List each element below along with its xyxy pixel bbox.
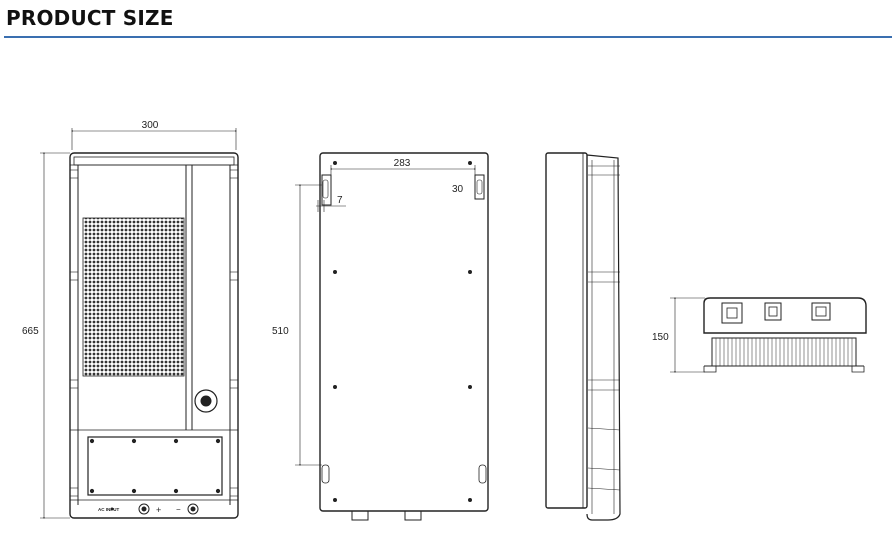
bottom-depth-label: 150	[652, 332, 669, 343]
front-view	[40, 128, 239, 520]
connector-left	[721, 302, 743, 324]
heatsink-fin-lines	[715, 338, 853, 366]
dc-negative-terminal	[187, 503, 199, 515]
bottom-view	[670, 296, 867, 374]
bottom-housing	[703, 297, 867, 334]
back-panel	[319, 152, 489, 512]
side-enclosure	[545, 152, 588, 509]
title-underline	[4, 36, 892, 38]
front-enclosure	[69, 152, 239, 519]
page-header: PRODUCT SIZE	[0, 0, 896, 40]
side-heatsink	[586, 154, 621, 521]
cover-plate	[87, 436, 223, 496]
offset-label: 7	[337, 195, 343, 206]
front-height-label: 665	[22, 326, 39, 337]
connector-right	[811, 302, 831, 321]
ventilation-grille	[82, 217, 185, 377]
plus-symbol: +	[156, 505, 161, 515]
back-height-label: 510	[272, 326, 289, 337]
dc-positive-terminal	[138, 503, 150, 515]
back-width-label: 283	[394, 158, 411, 169]
page-title: PRODUCT SIZE	[6, 6, 174, 30]
minus-symbol: −	[176, 505, 181, 514]
ac-input-label: AC INPUT	[98, 507, 120, 512]
back-view	[295, 152, 489, 521]
side-view	[545, 152, 621, 521]
bracket-label: 30	[452, 184, 464, 195]
connector-middle	[764, 302, 782, 321]
rotary-switch	[194, 389, 218, 413]
mounting-bracket-left	[321, 174, 332, 206]
front-width-label: 300	[142, 120, 159, 131]
mounting-bracket-right	[474, 174, 485, 200]
